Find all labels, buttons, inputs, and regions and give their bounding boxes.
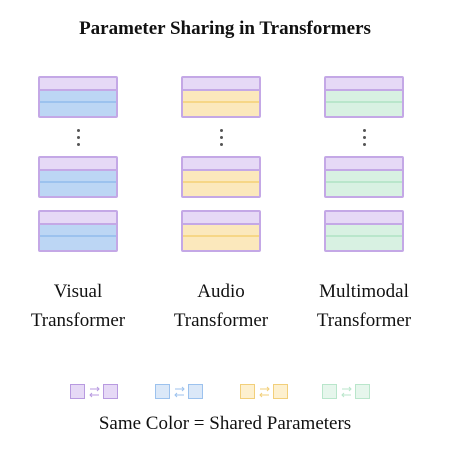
modality-layer-row xyxy=(183,103,259,116)
layer-block-bottom xyxy=(38,210,118,252)
shared-layer-row xyxy=(183,158,259,171)
column-label-line1: Visual xyxy=(53,281,103,302)
legend-pair-yellow xyxy=(240,382,292,402)
modality-layer-row xyxy=(40,90,116,103)
legend-pair-blue xyxy=(155,382,207,402)
column-label-line2: Transformer xyxy=(173,310,269,331)
modality-layer-row xyxy=(40,170,116,183)
modality-layer-row xyxy=(326,103,402,116)
modality-layer-row xyxy=(326,183,402,196)
legend-square xyxy=(70,384,85,399)
legend-caption: Same Color = Shared Parameters xyxy=(98,413,352,434)
legend-square xyxy=(273,384,288,399)
layer-block-bottom xyxy=(324,210,404,252)
column-label-line1: Multimodal xyxy=(319,281,409,302)
layer-block-bottom xyxy=(181,210,261,252)
modality-layer-row xyxy=(326,224,402,237)
modality-layer-row xyxy=(183,224,259,237)
bidirectional-arrow-icon xyxy=(89,386,100,398)
legend-pair-purple xyxy=(70,382,122,402)
shared-layer-row xyxy=(40,158,116,171)
layer-block-top xyxy=(324,76,404,118)
transformer-column xyxy=(181,76,261,252)
legend-square xyxy=(322,384,337,399)
legend-pair-green xyxy=(322,382,374,402)
legend xyxy=(0,382,450,404)
modality-layer-row xyxy=(40,237,116,250)
modality-layer-row xyxy=(326,170,402,183)
layer-block-top xyxy=(38,76,118,118)
bidirectional-arrow-icon xyxy=(341,386,352,398)
legend-square xyxy=(355,384,370,399)
layer-block-top xyxy=(181,76,261,118)
modality-layer-row xyxy=(326,237,402,250)
bidirectional-arrow-icon xyxy=(259,386,270,398)
layer-block-middle xyxy=(38,156,118,198)
ellipsis-icon xyxy=(324,118,404,156)
diagram-title: Parameter Sharing in Transformers xyxy=(79,18,371,39)
column-label-line2: Transformer xyxy=(316,310,412,331)
shared-layer-row xyxy=(326,212,402,225)
legend-square xyxy=(188,384,203,399)
layer-block-middle xyxy=(181,156,261,198)
shared-layer-row xyxy=(40,212,116,225)
ellipsis-icon xyxy=(181,118,261,156)
column-label-line2: Transformer xyxy=(30,310,126,331)
modality-layer-row xyxy=(40,183,116,196)
layer-block-middle xyxy=(324,156,404,198)
legend-square xyxy=(155,384,170,399)
legend-square xyxy=(240,384,255,399)
modality-layer-row xyxy=(40,103,116,116)
modality-layer-row xyxy=(183,237,259,250)
shared-layer-row xyxy=(183,78,259,91)
modality-layer-row xyxy=(40,224,116,237)
modality-layer-row xyxy=(183,183,259,196)
bidirectional-arrow-icon xyxy=(174,386,185,398)
shared-layer-row xyxy=(326,158,402,171)
transformer-column xyxy=(324,76,404,252)
ellipsis-icon xyxy=(38,118,118,156)
legend-square xyxy=(103,384,118,399)
shared-layer-row xyxy=(326,78,402,91)
shared-layer-row xyxy=(183,212,259,225)
shared-layer-row xyxy=(40,78,116,91)
modality-layer-row xyxy=(183,170,259,183)
modality-layer-row xyxy=(326,90,402,103)
modality-layer-row xyxy=(183,90,259,103)
transformer-column xyxy=(38,76,118,252)
column-label-line1: Audio xyxy=(197,281,245,302)
